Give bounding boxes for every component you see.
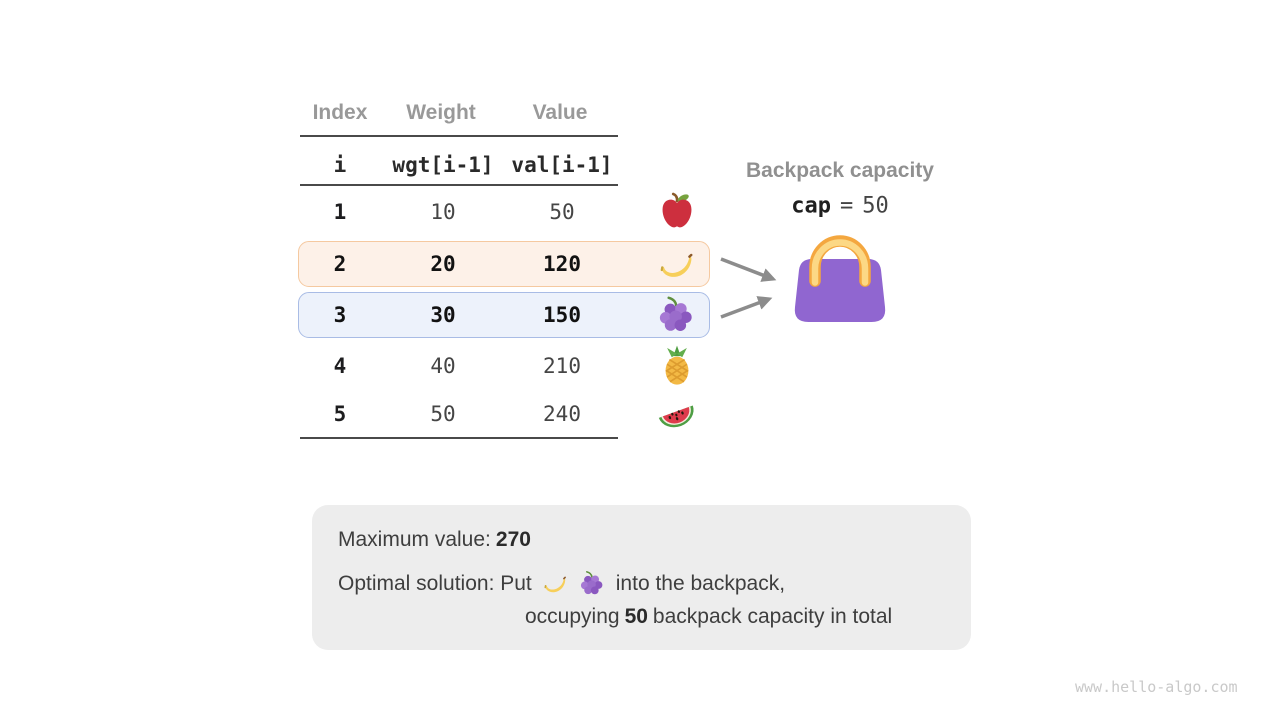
row-2-index: 2 xyxy=(333,252,347,276)
optimal-solution-suffix: into the backpack, xyxy=(615,571,786,595)
row-3-value: 150 xyxy=(543,303,581,327)
max-value-label: Maximum value: xyxy=(338,528,491,551)
row-1-weight: 10 xyxy=(430,200,456,224)
row-1-index: 1 xyxy=(333,200,347,224)
table-rule-bottom xyxy=(300,437,618,439)
occupy-line: occupying 50 backpack capacity in total xyxy=(525,605,892,629)
col-header-value: Value xyxy=(532,101,588,124)
row-4-weight: 40 xyxy=(430,354,456,378)
capacity-value: 50 xyxy=(862,193,889,219)
max-value-line: Maximum value: 270 xyxy=(338,528,531,552)
arrow-grapes-to-bag xyxy=(720,296,773,319)
capacity-var: cap xyxy=(791,193,831,219)
max-value-number: 270 xyxy=(495,528,531,551)
row-4-value: 210 xyxy=(543,354,581,378)
solution-summary-box: Maximum value: 270 Optimal solution: Put… xyxy=(312,505,971,650)
col-header-index: Index xyxy=(312,101,368,124)
occupy-suffix: backpack capacity in total xyxy=(652,605,893,628)
col-subheader-i: i xyxy=(333,153,347,177)
row-2-value: 120 xyxy=(543,252,581,276)
row-3-weight: 30 xyxy=(430,303,456,327)
capacity-equals: = xyxy=(840,193,854,219)
optimal-solution-prefix: Optimal solution: Put xyxy=(338,571,532,595)
row-4-index: 4 xyxy=(333,354,347,378)
banana-icon xyxy=(657,244,697,284)
table-rule-middle xyxy=(300,184,618,186)
row-5-weight: 50 xyxy=(430,402,456,426)
backpack-icon xyxy=(786,224,894,332)
banana-icon-small xyxy=(542,570,569,597)
row-5-index: 5 xyxy=(333,402,347,426)
row-3-index: 3 xyxy=(333,303,347,327)
table-rule-top xyxy=(300,135,618,137)
watermelon-icon xyxy=(656,394,698,436)
row-highlight-grapes xyxy=(298,292,710,338)
row-highlight-banana xyxy=(298,241,710,287)
occupy-number: 50 xyxy=(624,605,648,628)
grapes-icon xyxy=(657,295,697,335)
row-1-value: 50 xyxy=(549,200,575,224)
pineapple-icon xyxy=(656,345,698,387)
backpack-capacity-title: Backpack capacity xyxy=(746,159,934,182)
capacity-code-line: cap = 50 xyxy=(791,194,889,219)
grapes-icon-small xyxy=(579,570,606,597)
col-header-weight: Weight xyxy=(406,101,476,124)
col-subheader-wgt: wgt[i-1] xyxy=(392,153,494,177)
optimal-solution-line: Optimal solution: Put into the backpack, xyxy=(338,570,785,597)
apple-icon xyxy=(657,192,697,232)
row-2-weight: 20 xyxy=(430,252,456,276)
col-subheader-val: val[i-1] xyxy=(511,153,613,177)
arrow-banana-to-bag xyxy=(720,257,777,282)
row-5-value: 240 xyxy=(543,402,581,426)
occupy-prefix: occupying xyxy=(525,605,620,628)
watermark: www.hello-algo.com xyxy=(1075,678,1238,696)
